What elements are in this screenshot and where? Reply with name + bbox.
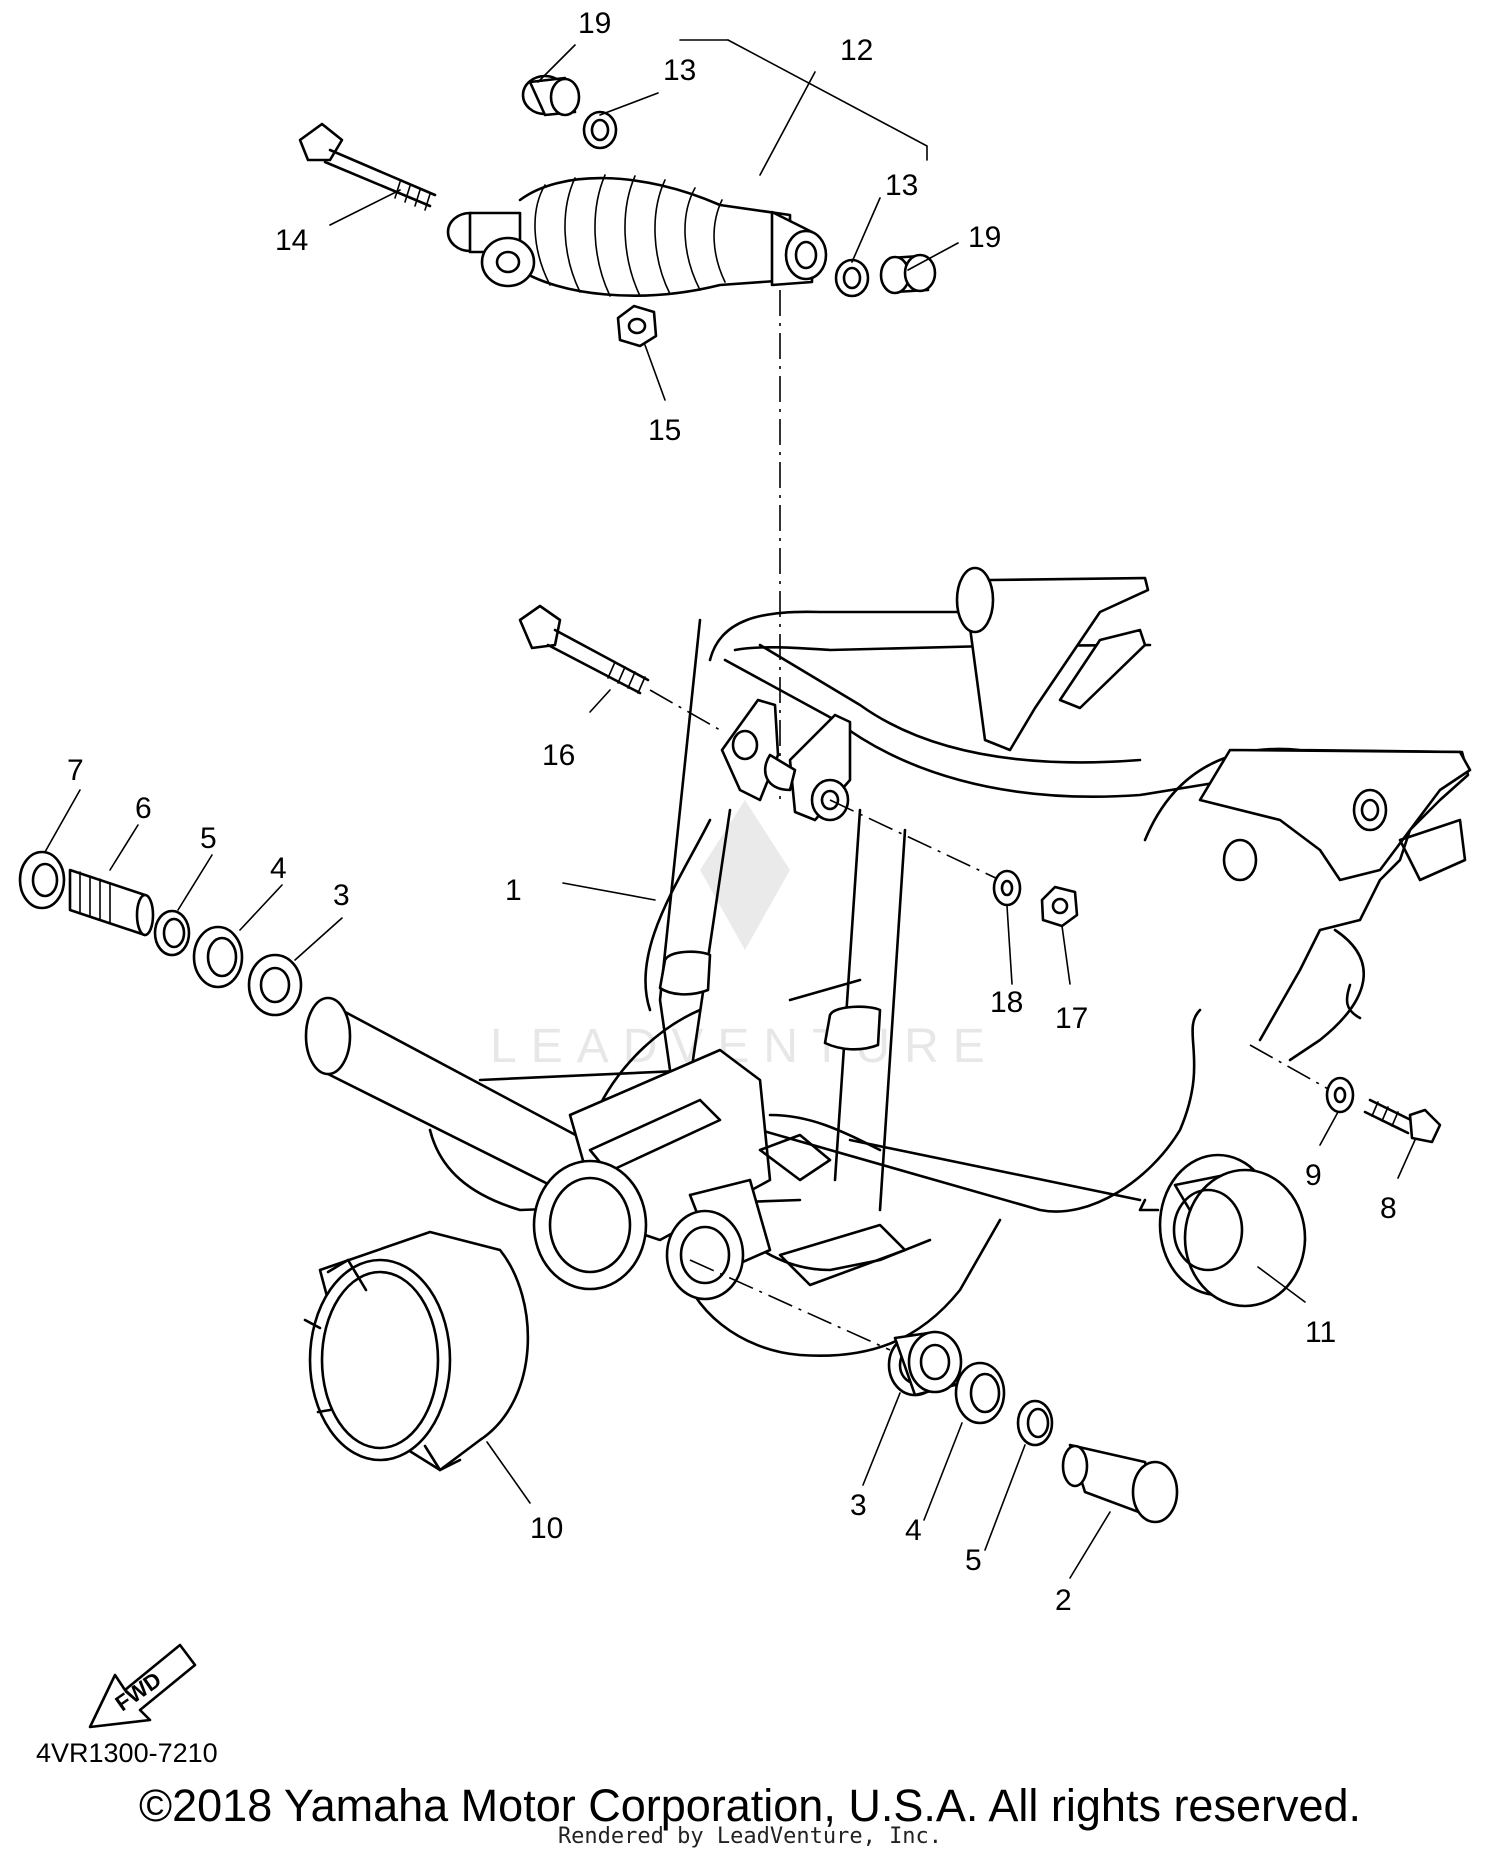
shock-bolt-top — [298, 122, 437, 211]
callout-13-right: 13 — [885, 169, 918, 202]
drawing-code: 4VR1300-7210 — [36, 1738, 218, 1768]
callout-19-right: 19 — [968, 221, 1001, 254]
washer-9 — [1325, 1076, 1355, 1114]
callout-14: 14 — [275, 224, 308, 257]
callout-4-lower: 4 — [905, 1514, 922, 1547]
pivot-axis-lower — [689, 1259, 891, 1351]
dust-cover-right — [848, 1138, 1307, 1308]
rear-shock-absorber — [446, 174, 828, 297]
copyright-notice: ©2018 Yamaha Motor Corporation, U.S.A. A… — [138, 1780, 1362, 1831]
callout-2: 2 — [1055, 1584, 1072, 1617]
callout-17: 17 — [1055, 1002, 1088, 1035]
pivot-shaft-6 — [68, 868, 155, 937]
callout-19-left: 19 — [578, 7, 611, 40]
callout-18: 18 — [990, 986, 1023, 1019]
callout-3-lower: 3 — [850, 1489, 867, 1522]
bushing-left — [521, 74, 581, 117]
callout-6: 6 — [135, 792, 152, 825]
watermark-text: LEADVENTURE — [490, 1020, 999, 1073]
callout-10: 10 — [530, 1512, 563, 1545]
callout-5-lower: 5 — [965, 1544, 982, 1577]
collar-right — [834, 258, 870, 298]
collar-lower — [1016, 1399, 1054, 1447]
callout-11: 11 — [1305, 1316, 1336, 1349]
oil-seal-upper-4 — [192, 925, 244, 989]
washer-18 — [992, 869, 1022, 907]
bolt-8-axis — [1249, 1044, 1331, 1091]
callout-12: 12 — [840, 34, 873, 67]
callout-13-left: 13 — [663, 54, 696, 87]
callout-1: 1 — [505, 874, 522, 907]
fwd-arrow-icon: FWD — [88, 1643, 197, 1729]
callout-15: 15 — [648, 414, 681, 447]
watermark: LEADVENTURE — [490, 800, 999, 1073]
leader-lines — [44, 39, 1416, 1579]
callout-16: 16 — [542, 739, 575, 772]
rendered-by-notice: Rendered by LeadVenture, Inc. — [557, 1824, 943, 1849]
bushing-right — [879, 253, 937, 295]
bolt-8 — [1363, 1098, 1442, 1144]
swingarm-bolt — [518, 604, 650, 695]
callout-7: 7 — [67, 754, 84, 787]
dust-cover-left — [303, 1230, 530, 1472]
collar-left — [582, 110, 618, 150]
bearing-upper-3 — [247, 953, 303, 1017]
collar-upper-5 — [153, 909, 191, 957]
pivot-shaft-lower — [1061, 1443, 1179, 1524]
oil-seal-lower — [954, 1361, 1006, 1425]
rear-arm-swingarm — [304, 566, 1472, 1357]
washer-axis — [829, 799, 1001, 881]
callout-4-upper: 4 — [270, 852, 287, 885]
callout-9: 9 — [1305, 1159, 1322, 1192]
nut-17 — [1040, 885, 1079, 928]
pivot-nut-7 — [18, 850, 66, 910]
callout-5-upper: 5 — [200, 822, 217, 855]
bearing-lower — [887, 1330, 963, 1397]
part-callouts: 1 2 3 3 4 4 5 5 6 7 8 9 10 11 12 13 13 1… — [67, 7, 1397, 1617]
callout-3-upper: 3 — [333, 879, 350, 912]
callout-8: 8 — [1380, 1192, 1397, 1225]
bolt-axis — [649, 689, 721, 731]
shock-nut — [616, 304, 658, 348]
